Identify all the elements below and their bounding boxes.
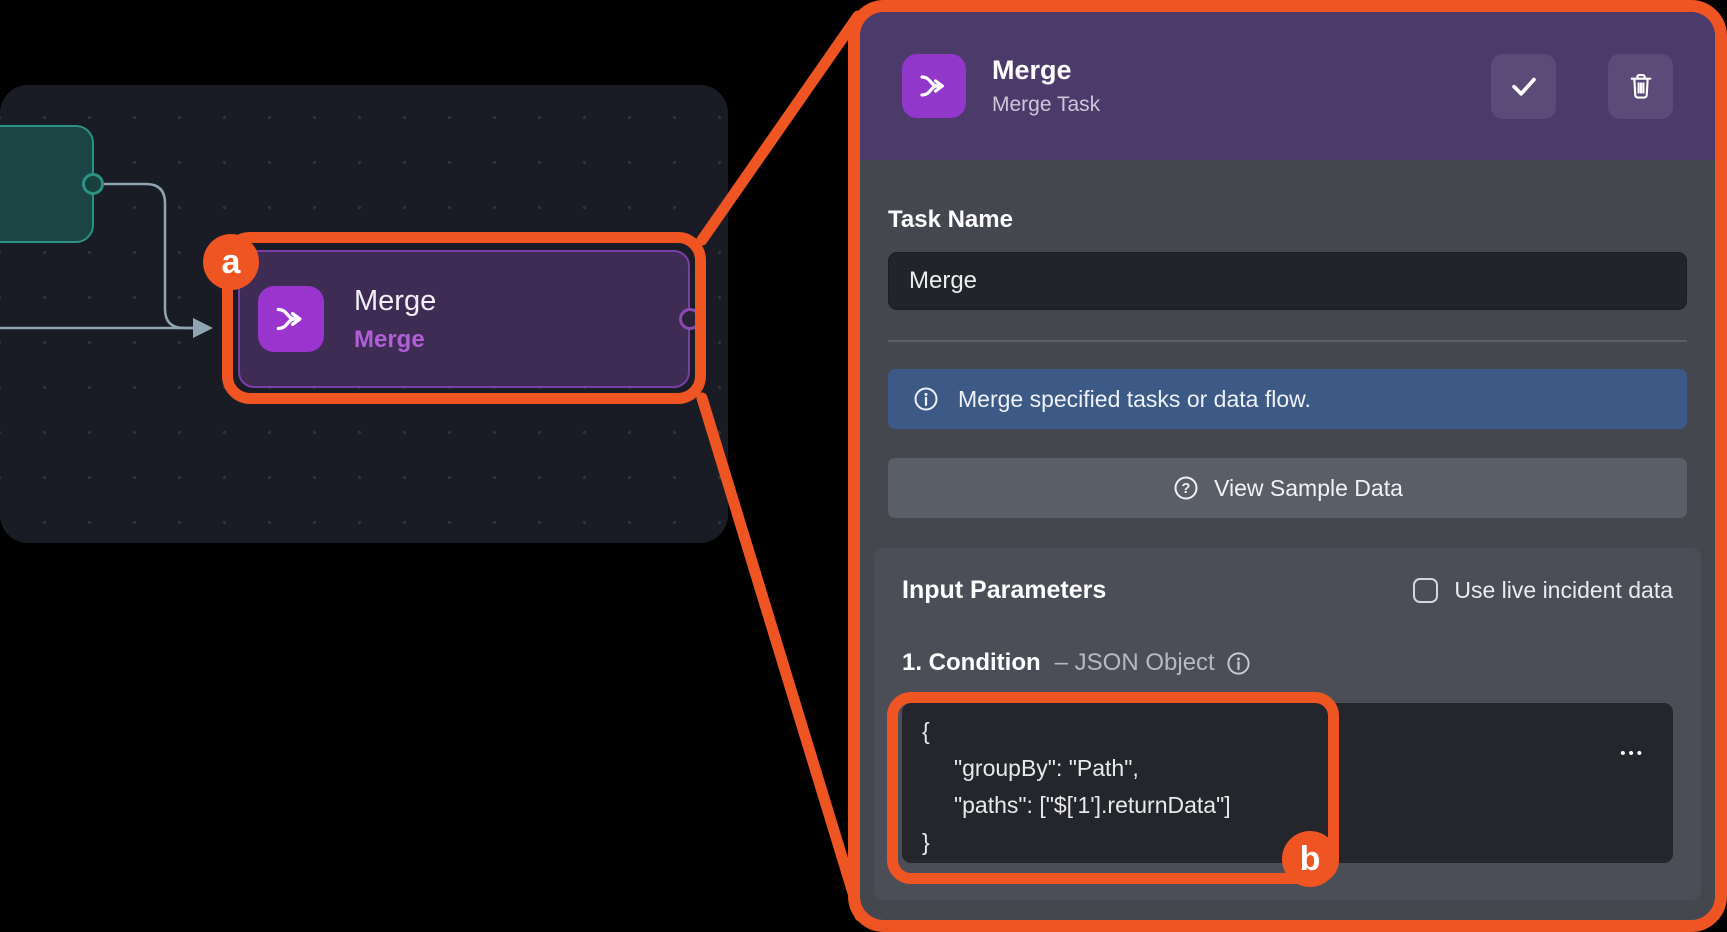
more-options-button[interactable]: ••• [1620, 745, 1645, 762]
node-subtitle: Merge [354, 325, 425, 353]
live-incident-label: Use live incident data [1454, 577, 1673, 603]
condition-json-editor[interactable]: { "groupBy": "Path", "paths": ["$['1'].r… [902, 703, 1673, 863]
check-icon [1507, 69, 1541, 103]
sample-button-label: View Sample Data [1214, 474, 1403, 501]
merge-icon [902, 54, 966, 118]
task-name-input[interactable] [888, 252, 1687, 310]
panel-subtitle: Merge Task [992, 93, 1101, 116]
panel-body: Task Name Merge specified tasks or data … [860, 206, 1715, 900]
merge-task-node[interactable]: Merge Merge [238, 250, 701, 388]
live-incident-checkbox[interactable] [1413, 578, 1439, 603]
task-description-banner: Merge specified tasks or data flow. [888, 369, 1687, 429]
connection-wires [0, 182, 213, 338]
condition-parameter-row: 1. Condition – JSON Object [902, 649, 1673, 677]
condition-json-value: { "groupBy": "Path", "paths": ["$['1'].r… [922, 718, 1231, 855]
view-sample-data-button[interactable]: ? View Sample Data [888, 458, 1687, 518]
confirm-button[interactable] [1491, 53, 1556, 119]
panel-header: Merge Merge Task [860, 12, 1715, 160]
wire-arrowhead [193, 318, 213, 338]
task-name-label: Task Name [888, 206, 1013, 233]
task-detail-panel: Merge Merge Task Task Name [848, 0, 1727, 932]
panel-title: Merge [992, 55, 1072, 85]
merge-icon [258, 286, 324, 352]
question-icon: ? [1172, 474, 1200, 502]
callout-a-letter: a [221, 242, 241, 281]
input-parameters-card: Input Parameters Use live incident data … [874, 548, 1701, 900]
condition-info-icon[interactable] [1225, 650, 1252, 677]
callout-a-frame [222, 232, 706, 404]
trash-icon [1625, 70, 1657, 102]
svg-text:?: ? [1182, 481, 1191, 497]
callout-a-badge: a [203, 234, 259, 290]
delete-button[interactable] [1608, 53, 1673, 119]
condition-label: 1. Condition [902, 649, 1041, 676]
live-incident-toggle: Use live incident data [1413, 577, 1673, 604]
upstream-output-port[interactable] [82, 173, 104, 195]
condition-type: – JSON Object [1054, 649, 1215, 676]
banner-text: Merge specified tasks or data flow. [958, 385, 1311, 412]
input-parameters-heading: Input Parameters [902, 576, 1107, 604]
workflow-canvas[interactable]: Merge Merge [0, 85, 728, 543]
upstream-task-node[interactable] [0, 125, 94, 243]
node-title: Merge [354, 284, 437, 317]
info-icon [912, 385, 940, 413]
divider [888, 340, 1687, 342]
